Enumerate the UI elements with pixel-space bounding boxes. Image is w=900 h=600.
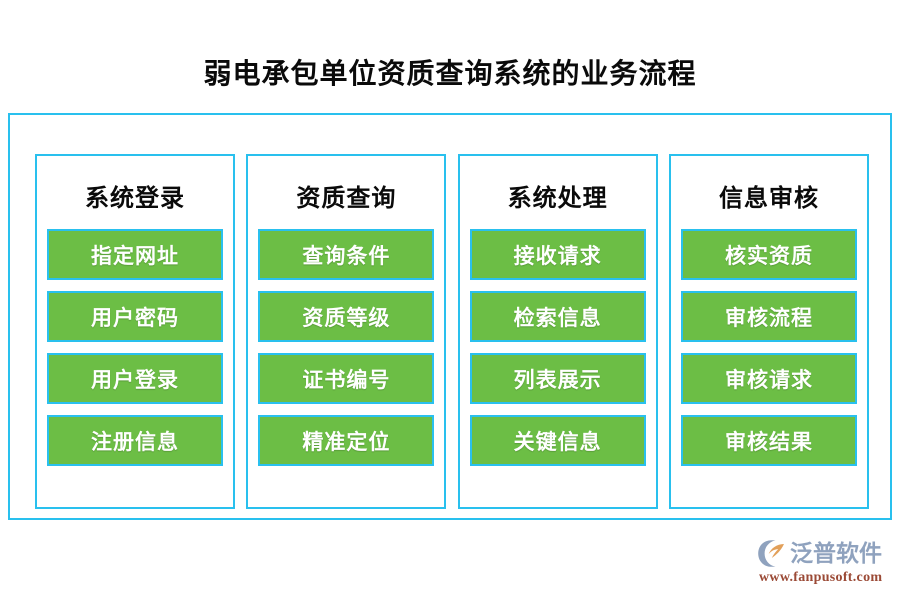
flow-column-information-review: 信息审核 核实资质 审核流程 审核请求 审核结果: [668, 154, 869, 509]
flow-step-box[interactable]: 证书编号: [258, 353, 435, 404]
brand-logo-row: 泛普软件: [757, 538, 882, 569]
flow-step-box[interactable]: 核实资质: [680, 229, 857, 280]
brand-logo: 泛普软件 www.fanpusoft.com: [757, 538, 893, 588]
flow-column-system-processing: 系统处理 接收请求 检索信息 列表展示 关键信息: [457, 154, 658, 509]
flow-column-header: 资质查询: [296, 186, 397, 212]
flow-step-box[interactable]: 用户登录: [47, 353, 223, 404]
diagram-outer-frame: 系统登录 指定网址 用户密码 用户登录 注册信息 资质查询 查询条件 资质等级 …: [8, 113, 892, 520]
flow-step-box[interactable]: 审核请求: [680, 353, 857, 404]
flow-step-list: 核实资质 审核流程 审核请求 审核结果: [671, 229, 867, 466]
flow-step-list: 指定网址 用户密码 用户登录 注册信息: [37, 229, 233, 466]
flow-step-list: 查询条件 资质等级 证书编号 精准定位: [248, 229, 444, 466]
flow-step-box[interactable]: 审核结果: [680, 415, 857, 466]
flow-step-box[interactable]: 用户密码: [47, 291, 223, 342]
brand-name: 泛普软件: [790, 541, 882, 566]
flow-step-box[interactable]: 关键信息: [469, 415, 646, 466]
flow-step-box[interactable]: 注册信息: [47, 415, 223, 466]
flow-step-box[interactable]: 审核流程: [680, 291, 857, 342]
flow-step-box[interactable]: 精准定位: [258, 415, 435, 466]
flow-step-list: 接收请求 检索信息 列表展示 关键信息: [460, 229, 656, 466]
page-title: 弱电承包单位资质查询系统的业务流程: [203, 59, 697, 90]
brand-url: www.fanpusoft.com: [759, 570, 883, 585]
flow-column-system-login: 系统登录 指定网址 用户密码 用户登录 注册信息: [35, 154, 235, 509]
fanpu-swoosh-logo-icon: [758, 540, 784, 567]
flow-columns-row: 系统登录 指定网址 用户密码 用户登录 注册信息 资质查询 查询条件 资质等级 …: [35, 154, 869, 509]
flow-column-header: 信息审核: [718, 186, 819, 212]
flow-step-box[interactable]: 指定网址: [47, 229, 223, 280]
flow-column-qualification-query: 资质查询 查询条件 资质等级 证书编号 精准定位: [246, 154, 447, 509]
flow-step-box[interactable]: 查询条件: [258, 229, 435, 280]
flow-step-box[interactable]: 接收请求: [469, 229, 646, 280]
flow-step-box[interactable]: 列表展示: [469, 353, 646, 404]
flow-column-header: 系统处理: [507, 186, 608, 212]
flow-step-box[interactable]: 检索信息: [469, 291, 646, 342]
flow-step-box[interactable]: 资质等级: [258, 291, 435, 342]
flow-column-header: 系统登录: [85, 186, 185, 212]
